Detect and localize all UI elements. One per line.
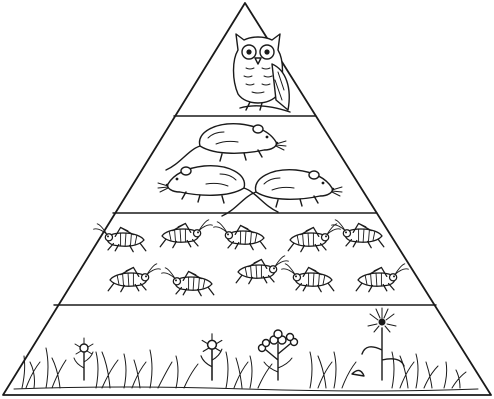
grasshopper-icon xyxy=(108,264,160,292)
grasshopper-icon xyxy=(288,224,340,252)
owl-icon xyxy=(234,34,291,112)
mouse-icon xyxy=(166,124,286,170)
grasshopper-icon xyxy=(332,220,384,248)
grasshopper-icon xyxy=(162,268,214,296)
grasshopper-icon xyxy=(214,222,266,250)
grasshopper-icon xyxy=(94,224,146,252)
tier-apex xyxy=(234,34,291,112)
tier-producer xyxy=(14,308,478,391)
grasshopper-icon xyxy=(160,220,212,248)
tier-secondary xyxy=(158,124,342,216)
plant-icon xyxy=(14,308,478,391)
grasshopper-icon xyxy=(236,256,288,284)
grasshopper-icon xyxy=(282,264,334,292)
tier-primary xyxy=(94,220,409,296)
grasshopper-icon xyxy=(356,264,408,292)
